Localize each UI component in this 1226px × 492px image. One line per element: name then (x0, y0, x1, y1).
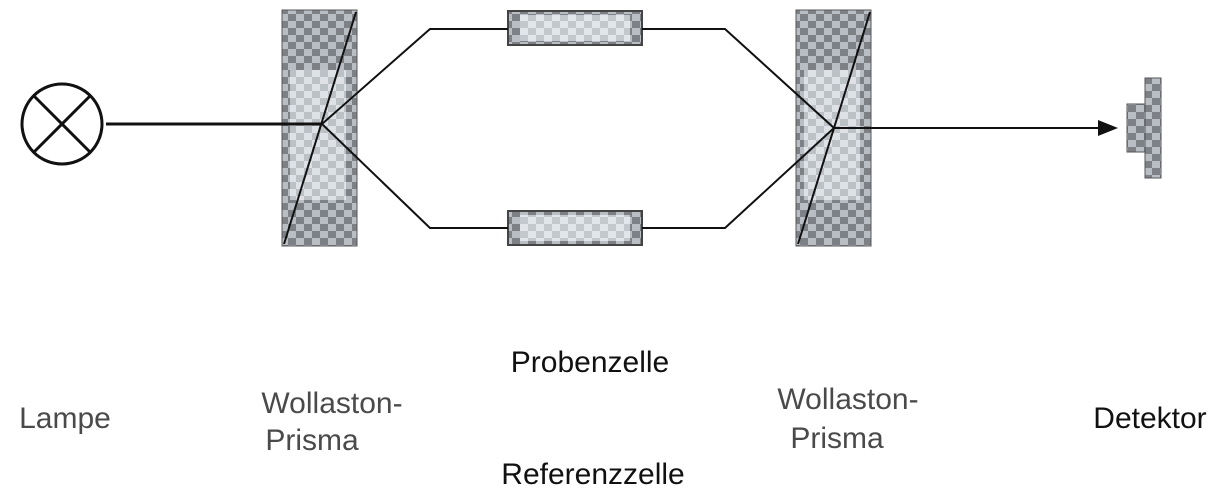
detector-icon (1126, 77, 1162, 179)
prism-left-label-line2: Prisma (265, 424, 359, 457)
prism-right-label-line2: Prisma (790, 422, 884, 455)
beam-lower-path (321, 123, 508, 229)
wollaston-prism-left (281, 9, 358, 247)
beam-paths (106, 28, 1100, 229)
beam-upper-path (321, 28, 508, 125)
reference-cell (507, 210, 643, 246)
beam-lower-return (642, 127, 835, 229)
sample-cell (507, 10, 643, 46)
beam-upper-return (642, 28, 835, 129)
prism-left-label-line1: Wollaston- (261, 387, 403, 420)
reference-cell-label: Referenzzelle (501, 458, 685, 491)
sample-cell-label: Probenzelle (510, 346, 670, 379)
detector-label: Detektor (1093, 402, 1207, 435)
arrow-head-icon (1098, 120, 1118, 136)
lamp-cross-icon (20, 82, 104, 166)
lamp-label: Lampe (19, 402, 111, 435)
prism-right-label-line1: Wollaston- (777, 383, 919, 416)
